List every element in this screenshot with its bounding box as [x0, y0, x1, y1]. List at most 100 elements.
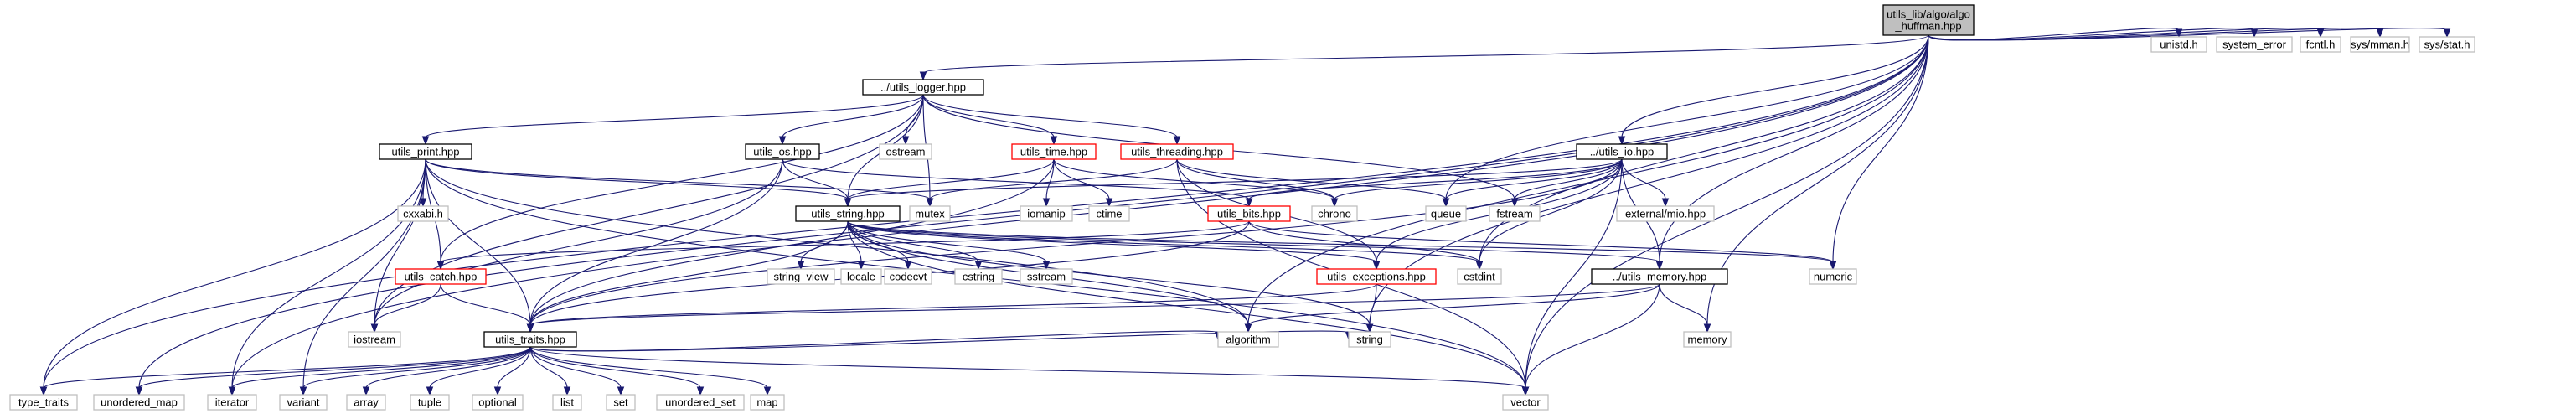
graph-node-os[interactable]: utils_os.hpp	[745, 143, 820, 160]
edge-time-to-chrono	[1053, 158, 1335, 200]
node-box-iomanip	[1020, 205, 1073, 222]
node-label-codecvt: codecvt	[890, 271, 927, 283]
arrowhead-root-to-io	[1618, 136, 1626, 146]
node-label-iterator: iterator	[215, 396, 250, 409]
arrowhead-traits-to-variant	[299, 386, 307, 396]
edge-root-to-memory_hpp	[1659, 34, 1929, 263]
node-box-time	[1011, 143, 1097, 160]
node-label-tuple: tuple	[418, 396, 441, 409]
graph-node-bits[interactable]: utils_bits.hpp	[1207, 205, 1291, 222]
edge-root-to-queue	[1445, 34, 1929, 200]
arrowhead-traits-to-vector	[1521, 386, 1530, 396]
edge-memory_hpp-to-algorithm	[1247, 283, 1660, 326]
node-box-cstdint	[1457, 268, 1502, 285]
node-label-unordered-map: unordered_map	[101, 396, 178, 409]
graph-node-io[interactable]: ../utils_io.hpp	[1576, 143, 1668, 160]
edge-traits-to-list	[529, 346, 568, 389]
graph-node-string-view: string_view	[767, 268, 835, 285]
node-box-cstring	[954, 268, 1003, 285]
arrowhead-time-to-ctime	[1105, 198, 1113, 208]
node-box-chrono	[1311, 205, 1358, 222]
graph-node-set: set	[606, 394, 636, 411]
node-label-print: utils_print.hpp	[392, 146, 460, 158]
node-box-ctime	[1088, 205, 1130, 222]
graph-node-exceptions[interactable]: utils_exceptions.hpp	[1316, 268, 1437, 285]
graph-node-queue: queue	[1425, 205, 1467, 222]
edge-os-to-bits	[782, 158, 1250, 200]
node-label-memory: memory	[1688, 334, 1727, 346]
edge-io-to-fstream	[1514, 158, 1623, 200]
arrowhead-traits-to-tuple	[426, 386, 434, 396]
arrowhead-io-to-fstream	[1510, 198, 1519, 208]
node-box-type-traits	[9, 394, 78, 411]
edge-print-to-string_hpp	[425, 158, 849, 200]
graph-node-memory-hpp[interactable]: ../utils_memory.hpp	[1591, 268, 1728, 285]
edge-traits-to-map	[529, 346, 768, 389]
node-box-string-view	[767, 268, 835, 285]
node-box-os	[745, 143, 820, 160]
graph-node-threading[interactable]: utils_threading.hpp	[1120, 143, 1234, 160]
edge-io-to-cstdint	[1479, 158, 1623, 263]
node-box-variant	[279, 394, 328, 411]
arrowhead-string_hpp-to-string_view	[797, 261, 805, 271]
graph-node-time[interactable]: utils_time.hpp	[1011, 143, 1097, 160]
graph-node-vector: vector	[1502, 394, 1549, 411]
node-label-ctime: ctime	[1096, 208, 1122, 220]
edge-traits-to-iterator	[231, 346, 531, 389]
arrowhead-io-to-queue	[1442, 198, 1450, 208]
edge-print-to-type_traits	[43, 158, 426, 389]
node-label-sys-stat: sys/stat.h	[2424, 39, 2470, 51]
node-label-queue: queue	[1431, 208, 1461, 220]
edge-logger-to-print	[425, 94, 924, 138]
arrowhead-bits-to-catch	[436, 261, 445, 271]
edge-time-to-string_hpp	[847, 158, 1055, 200]
edge-io-to-bits	[1248, 158, 1623, 200]
arrowhead-traits-to-unordered_map	[135, 386, 143, 396]
node-label-sys-mman: sys/mman.h	[2351, 39, 2409, 51]
arrowhead-string_hpp-to-cstring	[974, 261, 983, 271]
edge-print-to-iostream	[374, 158, 426, 326]
edge-print-to-variant	[302, 158, 426, 389]
graph-node-string-hpp[interactable]: utils_string.hpp	[795, 205, 901, 222]
arrowhead-string_hpp-to-memory_hpp	[1655, 261, 1664, 271]
graph-node-unordered-map: unordered_map	[93, 394, 185, 411]
edge-string_hpp-to-cstring	[847, 220, 979, 263]
edge-print-to-mutex	[425, 158, 931, 200]
node-label-iomanip: iomanip	[1027, 208, 1066, 220]
node-box-print	[379, 143, 472, 160]
arrowhead-memory_hpp-to-memory	[1703, 323, 1711, 334]
node-label-time: utils_time.hpp	[1020, 146, 1087, 158]
node-box-map	[750, 394, 785, 411]
node-box-bits	[1207, 205, 1291, 222]
graph-node-locale: locale	[840, 268, 882, 285]
edge-catch-to-traits	[440, 283, 531, 326]
node-box-numeric	[1809, 268, 1857, 285]
arrowhead-logger-to-time	[1050, 136, 1058, 146]
arrowhead-string_hpp-to-codecvt	[904, 261, 912, 271]
edge-bits-to-cstdint	[1248, 220, 1480, 263]
edge-root-to-vector	[1525, 34, 1929, 389]
arrowhead-io-to-bits	[1245, 198, 1253, 208]
edge-root-to-numeric	[1832, 34, 1929, 263]
node-box-io	[1576, 143, 1668, 160]
graph-node-print[interactable]: utils_print.hpp	[379, 143, 472, 160]
arrowhead-traits-to-list	[563, 386, 571, 396]
node-label-system-error: system_error	[2222, 39, 2287, 51]
edge-root-to-logger	[922, 34, 1929, 74]
node-box-array	[346, 394, 386, 411]
edge-os-to-iostream	[374, 158, 783, 326]
node-box-fcntl	[2300, 36, 2341, 53]
graph-node-root[interactable]: utils_lib/algo/algo_huffman.hpp	[1882, 4, 1975, 36]
node-label-array: array	[354, 396, 379, 409]
edge-string_hpp-to-sstream	[847, 220, 1047, 263]
edge-traits-to-type_traits	[43, 346, 531, 389]
graph-node-traits[interactable]: utils_traits.hpp	[483, 331, 577, 348]
graph-node-ctime: ctime	[1088, 205, 1130, 222]
arrowhead-traits-to-type_traits	[39, 386, 48, 396]
arrowhead-io-to-mio	[1661, 198, 1670, 208]
edge-bits-to-catch	[440, 220, 1250, 263]
graph-node-logger[interactable]: ../utils_logger.hpp	[862, 79, 984, 96]
arrowhead-catch-to-iostream	[370, 323, 379, 334]
node-label-exceptions: utils_exceptions.hpp	[1327, 271, 1426, 283]
graph-node-catch[interactable]: utils_catch.hpp	[395, 268, 487, 285]
